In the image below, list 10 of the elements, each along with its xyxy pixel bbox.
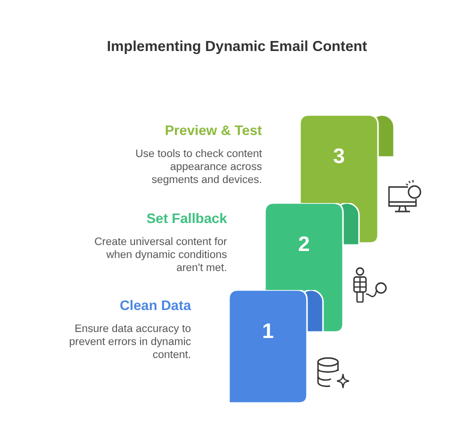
- diagram-title: Implementing Dynamic Email Content: [106, 39, 368, 55]
- step-description: Use tools to check content appearance across segments and devices.: [134, 148, 262, 188]
- step-number: 3: [333, 145, 345, 169]
- step-heading: Preview & Test: [164, 122, 262, 140]
- step-description: Ensure data accuracy to prevent errors in dynamic content.: [68, 323, 191, 363]
- step-heading: Set Fallback: [146, 210, 227, 228]
- step-number: 2: [298, 233, 310, 257]
- step-description: Create universal content for when dynamic conditions aren't met.: [93, 236, 227, 276]
- step-heading: Clean Data: [120, 297, 191, 315]
- step-number: 1: [262, 320, 274, 344]
